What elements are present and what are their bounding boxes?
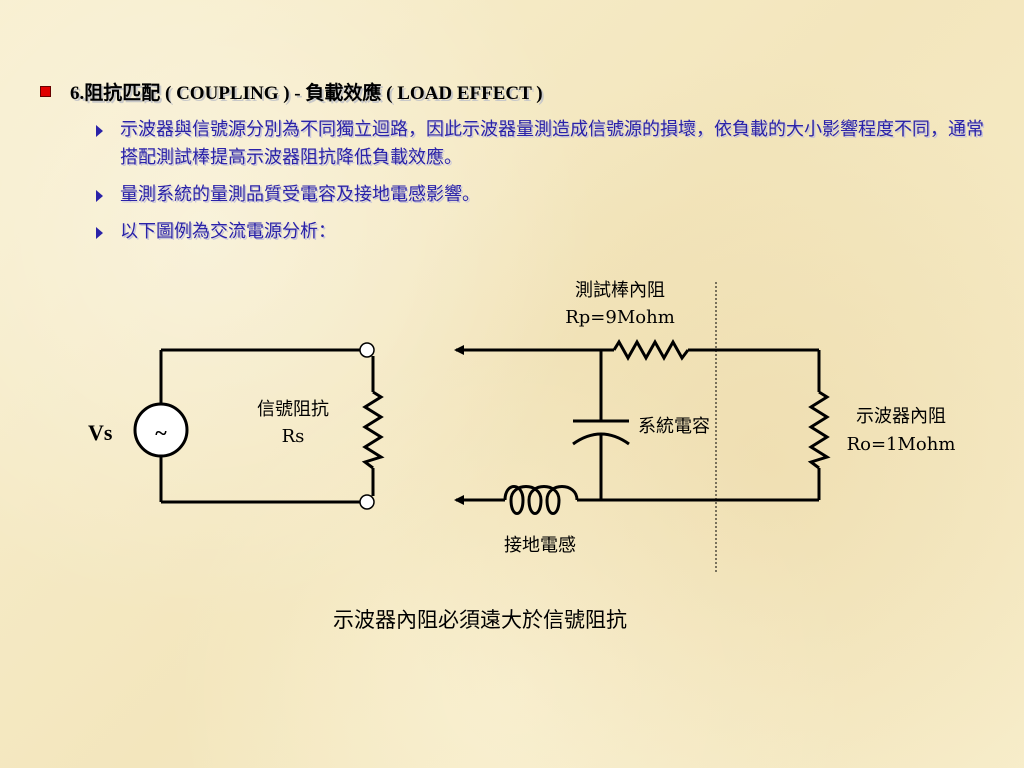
square-bullet-icon xyxy=(40,86,51,97)
ro-resistor-icon xyxy=(807,390,831,470)
arrow-bullet-icon xyxy=(96,125,103,137)
arrow-bullet-icon xyxy=(96,227,103,239)
bullet-text: 示波器與信號源分別為不同獨立迴路，因此示波器量測造成信號源的損壞，依負載的大小影… xyxy=(120,119,984,168)
bullet-text: 以下圖例為交流電源分析： xyxy=(120,221,336,242)
signal-impedance-value: Rs xyxy=(282,426,305,447)
rs-resistor-icon xyxy=(361,390,385,470)
bullet-item: 以下圖例為交流電源分析： xyxy=(92,218,992,246)
inductor-icon xyxy=(503,485,579,515)
probe-resistance-label: 測試棒內阻 xyxy=(575,280,665,301)
source-loop xyxy=(159,348,375,504)
bullet-item: 量測系統的量測品質受電容及接地電感影響。 xyxy=(92,181,992,209)
ground-inductance-label: 接地電感 xyxy=(504,535,576,556)
diagram-caption: 示波器內阻必須遠大於信號阻抗 xyxy=(333,608,627,632)
scope-resistance-label: 示波器內阻 xyxy=(856,406,946,427)
source-label: Vs xyxy=(88,420,113,445)
slide-heading: 6.阻抗匹配 ( COUPLING ) - 負載效應 ( LOAD EFFECT… xyxy=(40,78,543,105)
bullet-text: 量測系統的量測品質受電容及接地電感影響。 xyxy=(120,184,480,205)
system-capacitance-label: 系統電容 xyxy=(638,416,710,437)
arrow-bullet-icon xyxy=(96,190,103,202)
ac-tilde-icon: ~ xyxy=(155,420,167,445)
rp-resistor-icon xyxy=(612,338,690,362)
scope-resistance-value: Ro=1Mohm xyxy=(847,434,956,455)
terminal-bottom-icon xyxy=(359,494,375,510)
signal-impedance-label: 信號阻抗 xyxy=(257,399,329,420)
ac-source-icon xyxy=(133,402,189,458)
heading-text: 6.阻抗匹配 ( COUPLING ) - 負載效應 ( LOAD EFFECT… xyxy=(70,83,543,104)
probe-resistance-value: Rp=9Mohm xyxy=(565,307,675,328)
capacitor-icon xyxy=(572,419,630,446)
bullet-item: 示波器與信號源分別為不同獨立迴路，因此示波器量測造成信號源的損壞，依負載的大小影… xyxy=(92,116,992,172)
bullet-list: 示波器與信號源分別為不同獨立迴路，因此示波器量測造成信號源的損壞，依負載的大小影… xyxy=(92,116,992,255)
terminal-top-icon xyxy=(359,342,375,358)
measurement-loop xyxy=(454,345,821,505)
